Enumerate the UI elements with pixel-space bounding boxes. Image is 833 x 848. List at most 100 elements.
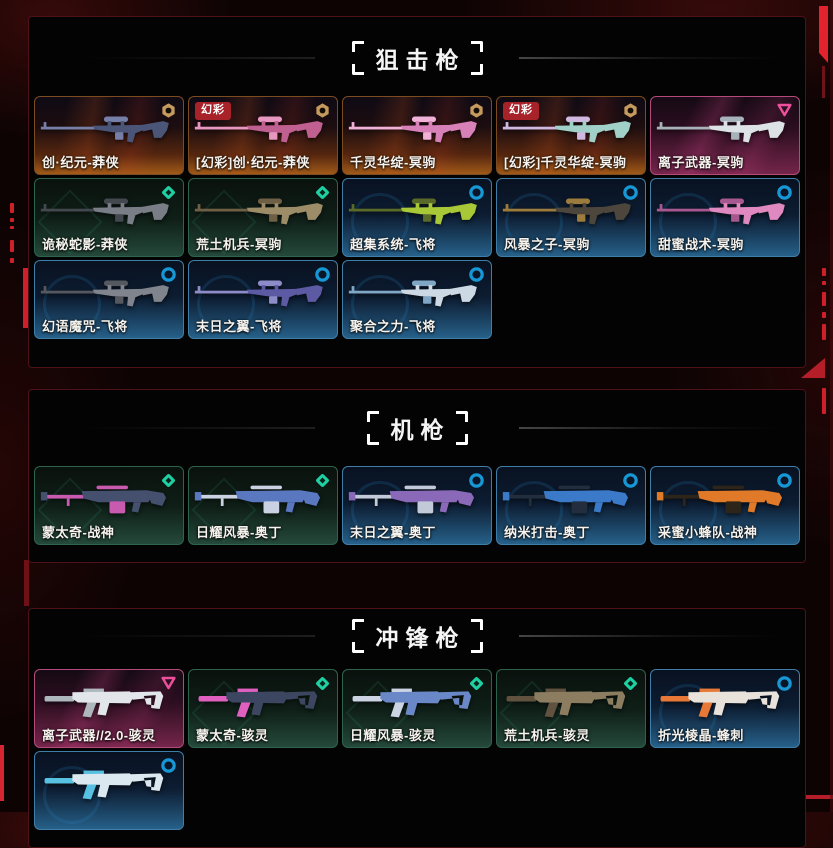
rarity-circle-icon	[776, 472, 793, 489]
skin-card[interactable]: 蒙太奇-骇灵	[188, 669, 338, 748]
skin-card[interactable]: 折光棱晶-蜂刺	[650, 669, 800, 748]
decor-dash-right	[822, 312, 826, 318]
section-header: 冲锋枪	[29, 617, 805, 655]
title-bracket-right-icon	[455, 411, 468, 445]
weapon-image	[41, 198, 170, 225]
rarity-diamond-icon	[314, 184, 331, 201]
decor-red-triangle-right	[801, 358, 825, 378]
decor-dash-right	[822, 268, 826, 276]
weapon-image	[195, 198, 324, 225]
decor-red-bar-left-lower	[24, 560, 29, 606]
decor-dash-left	[10, 240, 14, 252]
variant-badge: 幻彩	[195, 102, 231, 120]
rarity-diamond-icon	[468, 675, 485, 692]
skin-card[interactable]: 创·纪元-莽侠	[34, 96, 184, 175]
title-bracket-left-icon	[351, 41, 365, 75]
skin-card[interactable]: 超集系统-飞将	[342, 178, 492, 257]
rarity-circle-icon	[468, 266, 485, 283]
decor-dash-left	[10, 258, 14, 263]
section-title: 狙击枪	[375, 47, 466, 73]
skin-card[interactable]: 幻彩 [幻彩]创·纪元-莽侠	[188, 96, 338, 175]
weapon-image	[503, 485, 629, 514]
variant-badge: 幻彩	[503, 102, 539, 120]
skin-name: 超集系统-飞将	[350, 237, 436, 252]
section-panel: 冲锋枪 离子武器//2.0-骇灵	[28, 608, 806, 848]
decor-red-bar-bottom-left	[0, 745, 4, 801]
weapon-image	[349, 485, 475, 514]
rarity-diamond-icon	[314, 472, 331, 489]
rarity-triangle-icon	[160, 675, 177, 692]
rarity-diamond-icon	[160, 184, 177, 201]
skin-card[interactable]: 荒土机兵-骇灵	[496, 669, 646, 748]
rarity-circle-icon	[622, 184, 639, 201]
card-grid: 离子武器//2.0-骇灵 蒙太奇-骇灵	[29, 669, 805, 830]
skin-name: 甜蜜战术-冥驹	[658, 237, 744, 252]
inventory-screen: { "page": { "badge_label": "幻彩", "rarity…	[0, 0, 833, 812]
weapon-image	[41, 116, 170, 143]
skin-name: 创·纪元-莽侠	[42, 155, 120, 170]
skin-card[interactable]: 末日之翼-奥丁	[342, 466, 492, 545]
skin-card[interactable]: 诡秘蛇影-莽侠	[34, 178, 184, 257]
weapon-image	[45, 770, 164, 800]
header-divider-line	[519, 635, 791, 637]
section-title: 冲锋枪	[375, 625, 466, 651]
skin-card[interactable]	[34, 751, 184, 830]
skin-card[interactable]: 幻彩 [幻彩]千灵华绽-冥驹	[496, 96, 646, 175]
header-divider-line	[43, 427, 315, 429]
skin-card[interactable]: 离子武器-冥驹	[650, 96, 800, 175]
skin-card[interactable]: 千灵华绽-冥驹	[342, 96, 492, 175]
weapon-image	[657, 485, 783, 514]
rarity-circle-icon	[160, 757, 177, 774]
skin-card[interactable]: 蒙太奇-战神	[34, 466, 184, 545]
skin-name: 荒土机兵-骇灵	[504, 728, 590, 743]
skin-card[interactable]: 纳米打击-奥丁	[496, 466, 646, 545]
section-header: 机枪	[29, 409, 805, 447]
skin-card[interactable]: 风暴之子-冥驹	[496, 178, 646, 257]
skin-name: 幻语魔咒-飞将	[42, 319, 128, 334]
skin-card[interactable]: 甜蜜战术-冥驹	[650, 178, 800, 257]
rarity-circle-icon	[622, 472, 639, 489]
skin-name: 荒土机兵-冥驹	[196, 237, 282, 252]
section-panel: 机枪 蒙太奇-战神	[28, 389, 806, 563]
rarity-hex-icon	[314, 102, 331, 119]
skin-card[interactable]: 日耀风暴-骇灵	[342, 669, 492, 748]
skin-name: 折光棱晶-蜂刺	[658, 728, 744, 743]
weapon-image	[41, 485, 167, 514]
skin-card[interactable]: 采蜜小蜂队-战神	[650, 466, 800, 545]
weapon-image	[195, 116, 324, 143]
skin-name: [幻彩]创·纪元-莽侠	[196, 155, 310, 170]
skin-card[interactable]: 幻语魔咒-飞将	[34, 260, 184, 339]
weapon-image	[45, 688, 164, 718]
skin-name: 千灵华绽-冥驹	[350, 155, 436, 170]
weapon-image	[349, 116, 478, 143]
card-grid: 创·纪元-莽侠 幻彩 [幻彩]创·纪元-莽侠	[29, 96, 805, 339]
header-divider-line	[43, 635, 315, 637]
title-bracket-left-icon	[351, 619, 365, 653]
weapon-image	[195, 485, 321, 514]
decor-dash-left	[10, 203, 14, 213]
rarity-circle-icon	[468, 184, 485, 201]
skin-name: 离子武器-冥驹	[658, 155, 744, 170]
skin-card[interactable]: 末日之翼-飞将	[188, 260, 338, 339]
decor-red-bar-top-right	[819, 6, 828, 63]
skin-card[interactable]: 荒土机兵-冥驹	[188, 178, 338, 257]
skin-card[interactable]: 离子武器//2.0-骇灵	[34, 669, 184, 748]
skin-card[interactable]: 聚合之力-飞将	[342, 260, 492, 339]
skin-name: 蒙太奇-战神	[42, 525, 115, 540]
weapon-image	[657, 116, 786, 143]
decor-dash-left	[10, 218, 14, 222]
skin-card[interactable]: 日耀风暴-奥丁	[188, 466, 338, 545]
weapon-image	[503, 116, 632, 143]
rarity-hex-icon	[622, 102, 639, 119]
skin-name: 末日之翼-奥丁	[350, 525, 436, 540]
skin-name: 纳米打击-奥丁	[504, 525, 590, 540]
weapon-image	[503, 198, 632, 225]
rarity-hex-icon	[160, 102, 177, 119]
weapon-image	[507, 688, 626, 718]
rarity-circle-icon	[314, 266, 331, 283]
decor-dash-right	[822, 292, 826, 306]
decor-dash-right	[822, 281, 826, 285]
header-divider-line	[519, 427, 791, 429]
weapon-image	[657, 198, 786, 225]
rarity-hex-icon	[468, 102, 485, 119]
